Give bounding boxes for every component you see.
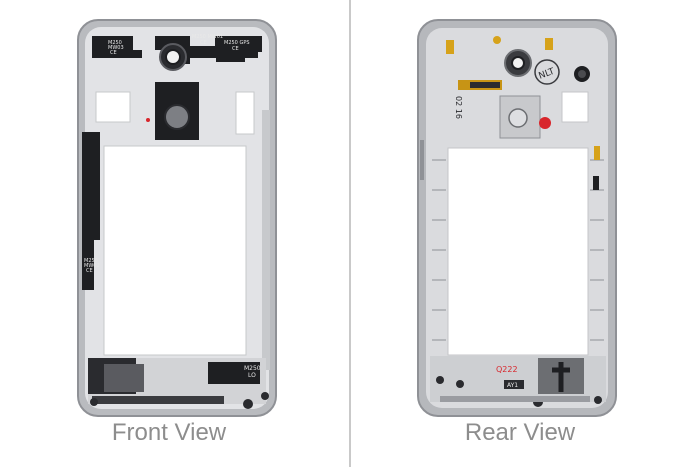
front-mark-box-1 — [222, 36, 258, 58]
front-left-strip — [82, 132, 100, 290]
front-marking-top-left-c: CE — [110, 50, 117, 56]
rear-view-caption: Rear View — [464, 419, 576, 446]
front-bottom-bracket — [92, 396, 224, 404]
front-marking-top-right-2: M250 GPS — [224, 40, 250, 46]
rear-right-cutout — [561, 91, 589, 123]
front-marking-top-left-b: MW03 — [108, 45, 124, 51]
rear-code-bottom: Q222 — [496, 365, 518, 374]
rear-screw-1 — [436, 376, 444, 384]
front-marking-mid-left-b: MW02 — [84, 263, 100, 269]
rear-small-label-bg — [504, 380, 524, 389]
rear-small-label: AY1 — [507, 382, 518, 389]
front-left-cutout — [95, 91, 131, 123]
rear-bottom-bar — [440, 396, 590, 402]
front-marking-bottom-right-b: LO — [248, 372, 256, 379]
front-right-strip — [262, 110, 270, 370]
front-bottom-right-block — [208, 362, 260, 384]
front-right-cutout — [235, 91, 255, 135]
front-camera-lens — [165, 49, 181, 65]
rear-left-ribs — [432, 159, 446, 341]
front-marking-top-right-1b: CE — [200, 40, 207, 46]
front-marking-mid-left: M250 — [84, 258, 98, 264]
front-marking-top-right-1: M250 MW01 — [192, 34, 223, 40]
rear-window — [447, 147, 589, 356]
rear-gold-contact-2 — [545, 38, 553, 50]
front-screw-2 — [243, 399, 253, 409]
rear-red-button — [539, 117, 551, 129]
front-sensor-circle — [164, 104, 190, 130]
front-screw-1 — [90, 398, 98, 406]
rear-flex-cable-dark — [470, 82, 500, 88]
rear-left-button — [420, 140, 424, 180]
rear-right-port — [593, 176, 599, 190]
rear-camera-lens — [511, 56, 525, 70]
front-marking-bottom-right: M250 — [244, 365, 261, 372]
rear-gold-dot — [493, 36, 501, 44]
front-marking-top-left: M250 — [108, 40, 122, 46]
rear-bottom-cross — [552, 362, 570, 392]
rear-gold-contact-1 — [446, 40, 454, 54]
rear-screw-4 — [594, 396, 602, 404]
front-bottom-grid — [104, 364, 144, 392]
rear-center-circle — [508, 108, 528, 128]
front-marking-mid-left-c: CE — [86, 268, 93, 274]
rear-code-top: 02 16 — [454, 96, 463, 119]
front-screw-3 — [261, 392, 269, 400]
rear-speaker-inner — [578, 70, 586, 78]
rear-stamp-circle — [534, 59, 560, 85]
front-window — [103, 145, 247, 356]
front-view-caption: Front View — [111, 419, 227, 446]
rear-right-connector — [594, 146, 600, 160]
rear-screw-2 — [456, 380, 464, 388]
front-red-dot — [146, 118, 150, 122]
view-divider — [349, 0, 351, 467]
front-marking-top-right-2b: CE — [232, 46, 239, 52]
